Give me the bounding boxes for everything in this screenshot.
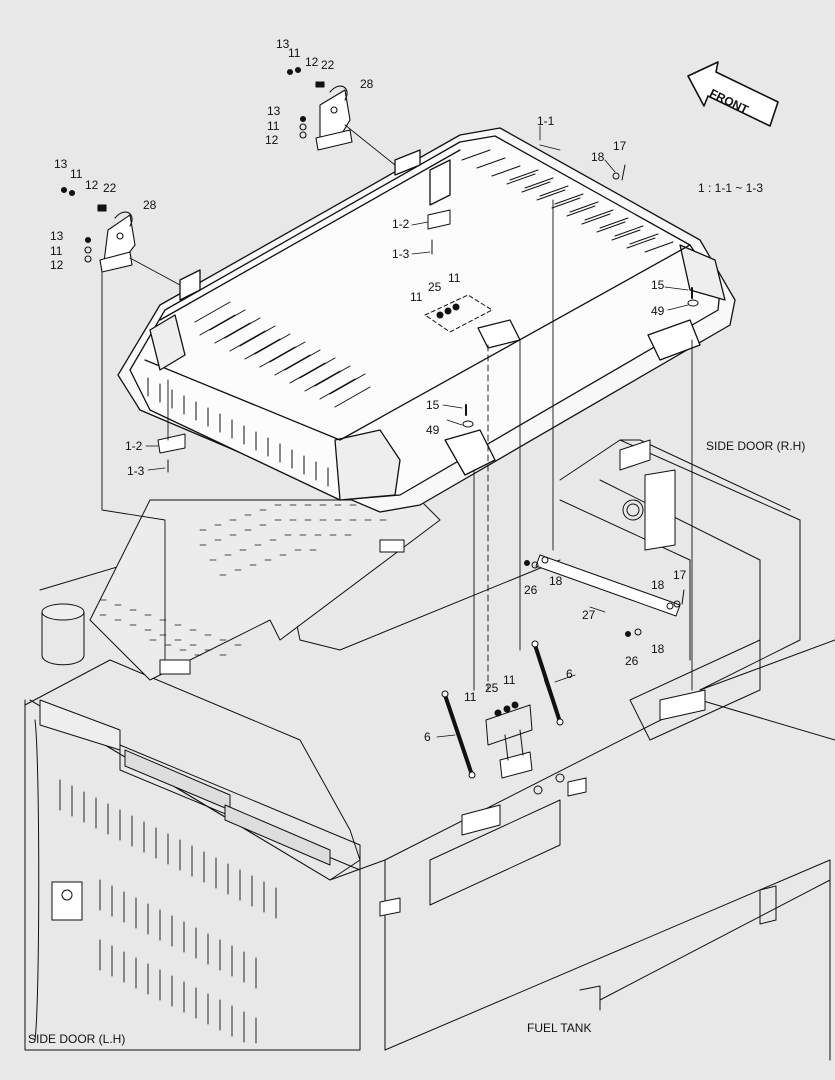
part-number: 28 — [143, 198, 157, 212]
part-number: 12 — [305, 55, 319, 69]
part-number: 6 — [566, 667, 573, 681]
part-number: 13 — [276, 37, 290, 51]
part-number: 1-2 — [125, 439, 143, 453]
machine-body — [24, 439, 835, 1061]
hinge-latch-left — [60, 186, 136, 273]
small-parts — [157, 164, 699, 795]
side-door-lh-label: SIDE DOOR (L.H) — [28, 1032, 126, 1046]
part-number: 49 — [426, 423, 440, 437]
part-number: 17 — [613, 139, 627, 153]
part-number: 22 — [321, 58, 335, 72]
label-leaders — [145, 125, 689, 738]
side-door-rh-label: SIDE DOOR (R.H) — [706, 439, 806, 453]
part-number: 22 — [103, 181, 117, 195]
left-door-grille — [59, 779, 277, 1044]
part-number: 1-3 — [392, 247, 410, 261]
part-number: 26 — [625, 654, 639, 668]
part-number: 18 — [591, 150, 605, 164]
part-number: 15 — [651, 278, 665, 292]
leader-lines — [101, 124, 693, 691]
range-note: 1 : 1-1 ~ 1-3 — [698, 181, 764, 195]
part-number: 1-1 — [537, 114, 555, 128]
part-number: 49 — [651, 304, 665, 318]
part-number: 13 — [50, 229, 64, 243]
hood-side-vents — [147, 377, 329, 487]
part-number: 18 — [651, 578, 665, 592]
part-number: 13 — [54, 157, 68, 171]
engine-hood — [117, 127, 736, 513]
front-arrow-icon — [687, 61, 779, 127]
part-number: 1-2 — [392, 217, 410, 231]
part-number: 11 — [288, 46, 301, 60]
hood-top-vents — [194, 149, 674, 408]
fuel-tank-label: FUEL TANK — [527, 1021, 592, 1035]
part-number: 25 — [485, 681, 499, 695]
part-number: 11 — [448, 271, 461, 285]
part-number: 17 — [673, 568, 687, 582]
part-number: 11 — [70, 167, 83, 181]
part-number: 11 — [503, 673, 516, 687]
part-number: 18 — [549, 574, 563, 588]
part-number: 27 — [582, 608, 596, 622]
part-number: 1-3 — [127, 464, 145, 478]
part-number: 18 — [651, 642, 665, 656]
part-number: 11 — [464, 690, 477, 704]
part-number: 13 — [267, 104, 281, 118]
part-number: 26 — [524, 583, 538, 597]
part-number: 11 — [267, 119, 280, 133]
part-number: 28 — [360, 77, 374, 91]
part-number: 11 — [50, 244, 63, 258]
part-number: 12 — [85, 178, 99, 192]
part-number: 11 — [410, 290, 423, 304]
hinge-latch-upper — [286, 66, 353, 151]
part-number: 6 — [424, 730, 431, 744]
part-number: 25 — [428, 280, 442, 294]
perforated-plate-holes — [99, 504, 402, 656]
part-number: 15 — [426, 398, 440, 412]
part-number: 12 — [50, 258, 64, 272]
part-number: 12 — [265, 133, 279, 147]
